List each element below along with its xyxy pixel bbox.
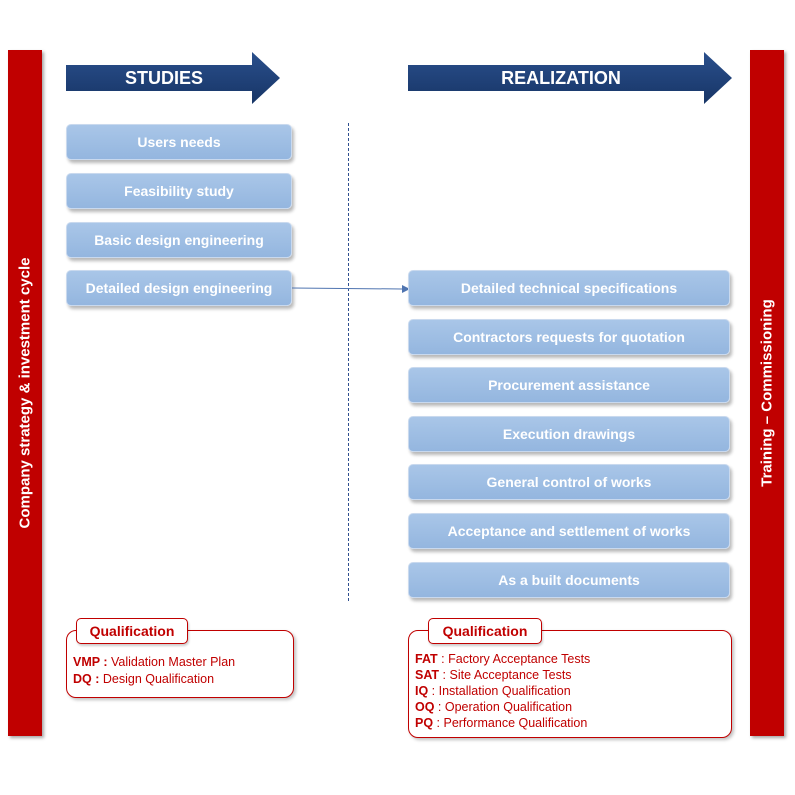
right-vertical-bar: Training – Commissioning: [750, 50, 784, 736]
studies-step-detailed-design: Detailed design engineering: [66, 270, 292, 306]
qualification-title-studies: Qualification: [76, 618, 188, 644]
realization-step-technical-specifications: Detailed technical specifications: [408, 270, 730, 306]
studies-header: STUDIES: [124, 68, 203, 88]
studies-step-feasibility-study: Feasibility study: [66, 173, 292, 209]
realization-step-acceptance-settlement: Acceptance and settlement of works: [408, 513, 730, 549]
realization-step-execution-drawings: Execution drawings: [408, 416, 730, 452]
studies-arrow: STUDIES: [66, 52, 282, 104]
qualification-item-fat: FAT : Factory Acceptance Tests: [415, 652, 591, 666]
left-vertical-bar: Company strategy & investment cycle: [8, 50, 42, 736]
qualification-item-vmp: VMP : Validation Master Plan: [73, 655, 236, 669]
realization-step-general-control: General control of works: [408, 464, 730, 500]
qualification-item-pq: PQ : Performance Qualification: [415, 716, 588, 730]
realization-step-procurement-assistance: Procurement assistance: [408, 367, 730, 403]
left-bar-label: Company strategy & investment cycle: [16, 257, 34, 529]
qualification-box-realization: FAT : Factory Acceptance Tests SAT : Sit…: [408, 630, 732, 738]
phase-divider: [348, 123, 349, 601]
qualification-item-oq: OQ : Operation Qualification: [415, 700, 573, 714]
qualification-item-sat: SAT : Site Acceptance Tests: [415, 668, 572, 682]
qualification-item-iq: IQ : Installation Qualification: [415, 684, 571, 698]
qualification-item-dq: DQ : Design Qualification: [73, 672, 215, 686]
studies-step-users-needs: Users needs: [66, 124, 292, 160]
connector-arrow: [292, 285, 410, 293]
right-bar-label: Training – Commissioning: [758, 299, 776, 487]
realization-header: REALIZATION: [501, 68, 621, 88]
realization-step-contractors-requests: Contractors requests for quotation: [408, 319, 730, 355]
studies-step-basic-design: Basic design engineering: [66, 222, 292, 258]
realization-arrow: REALIZATION: [408, 52, 734, 104]
realization-step-as-built-documents: As a built documents: [408, 562, 730, 598]
qualification-title-realization: Qualification: [428, 618, 542, 644]
